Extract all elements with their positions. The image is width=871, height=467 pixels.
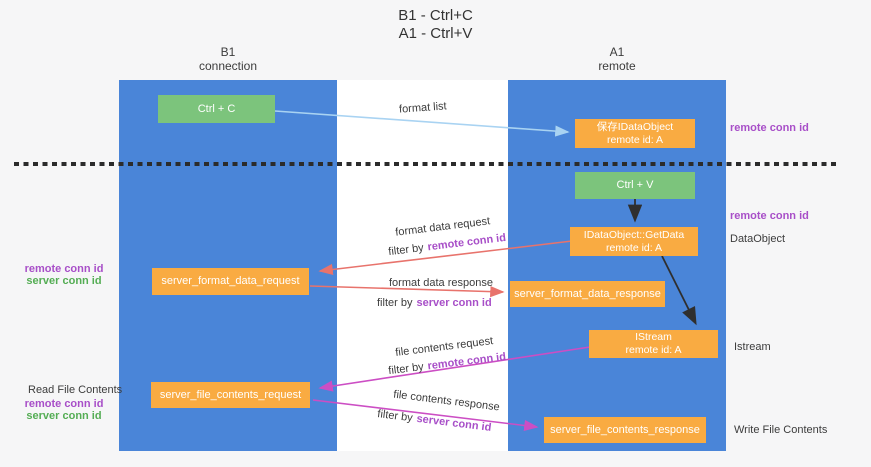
lifeline-b1-header: B1 connection <box>119 45 337 73</box>
node-istream: IStream remote id: A <box>589 330 718 358</box>
node-idataobject-getdata: IDataObject::GetData remote id: A <box>570 227 698 256</box>
title-line-1: B1 - Ctrl+C <box>398 7 473 24</box>
node-istream-line1: IStream <box>635 331 672 343</box>
label-server-conn-id-filter-1: server conn id <box>416 297 492 309</box>
node-server-file-contents-response: server_file_contents_response <box>544 417 706 443</box>
node-save-idataobject-line2: remote id: A <box>606 133 664 146</box>
label-format-data-response: format data response <box>389 277 493 289</box>
annotation-read-file-contents: Read File Contents <box>28 384 123 396</box>
node-server-format-data-request: server_format_data_request <box>152 268 309 295</box>
annotation-conn-ids-file: remote conn id server conn id <box>20 398 108 422</box>
node-server-file-contents-request-label: server_file_contents_request <box>159 388 302 401</box>
node-server-format-data-response-label: server_format_data_response <box>514 287 661 300</box>
annotation-istream: Istream <box>734 341 771 353</box>
node-server-format-data-request-label: server_format_data_request <box>161 275 300 287</box>
annotation-server-conn-id-left1: server conn id <box>26 275 102 287</box>
annotation-conn-ids-format: remote conn id server conn id <box>20 263 108 287</box>
lifeline-a1-subtitle: remote <box>598 59 636 73</box>
lifeline-a1-header: A1 remote <box>508 45 726 73</box>
node-idataobject-getdata-line2: remote id: A <box>605 241 663 254</box>
node-server-file-contents-request: server_file_contents_request <box>151 382 310 408</box>
node-server-file-contents-response-label: server_file_contents_response <box>550 423 700 436</box>
node-ctrl-c-label: Ctrl + C <box>197 102 236 115</box>
node-istream-line2: remote id: A <box>625 344 682 356</box>
annotation-remote-conn-id-left2: remote conn id <box>24 398 104 410</box>
annotation-server-conn-id-left2: server conn id <box>26 410 102 422</box>
node-server-format-data-response: server_format_data_response <box>510 281 665 307</box>
lifeline-a1-name: A1 <box>609 45 625 59</box>
annotation-remote-conn-id-top: remote conn id <box>730 122 809 134</box>
node-idataobject-getdata-line1: IDataObject::GetData <box>583 228 685 241</box>
lifeline-b1-name: B1 <box>220 45 236 59</box>
diagram-title: B1 - Ctrl+C A1 - Ctrl+V <box>0 7 871 43</box>
node-save-idataobject: 保存IDataObject remote id: A <box>575 119 695 148</box>
title-line-2: A1 - Ctrl+V <box>398 25 473 42</box>
annotation-remote-conn-id-mid: remote conn id <box>730 210 809 222</box>
label-filter-by-2: filter by <box>377 297 413 309</box>
annotation-dataobject: DataObject <box>730 233 786 245</box>
node-ctrl-v: Ctrl + V <box>575 172 695 199</box>
annotation-write-file-contents: Write File Contents <box>734 424 828 436</box>
lifeline-b1-subtitle: connection <box>198 59 258 73</box>
node-ctrl-v-label: Ctrl + V <box>616 179 654 191</box>
node-ctrl-c: Ctrl + C <box>158 95 275 123</box>
node-save-idataobject-line1: 保存IDataObject <box>596 120 674 133</box>
annotation-remote-conn-id-left1: remote conn id <box>24 263 104 275</box>
